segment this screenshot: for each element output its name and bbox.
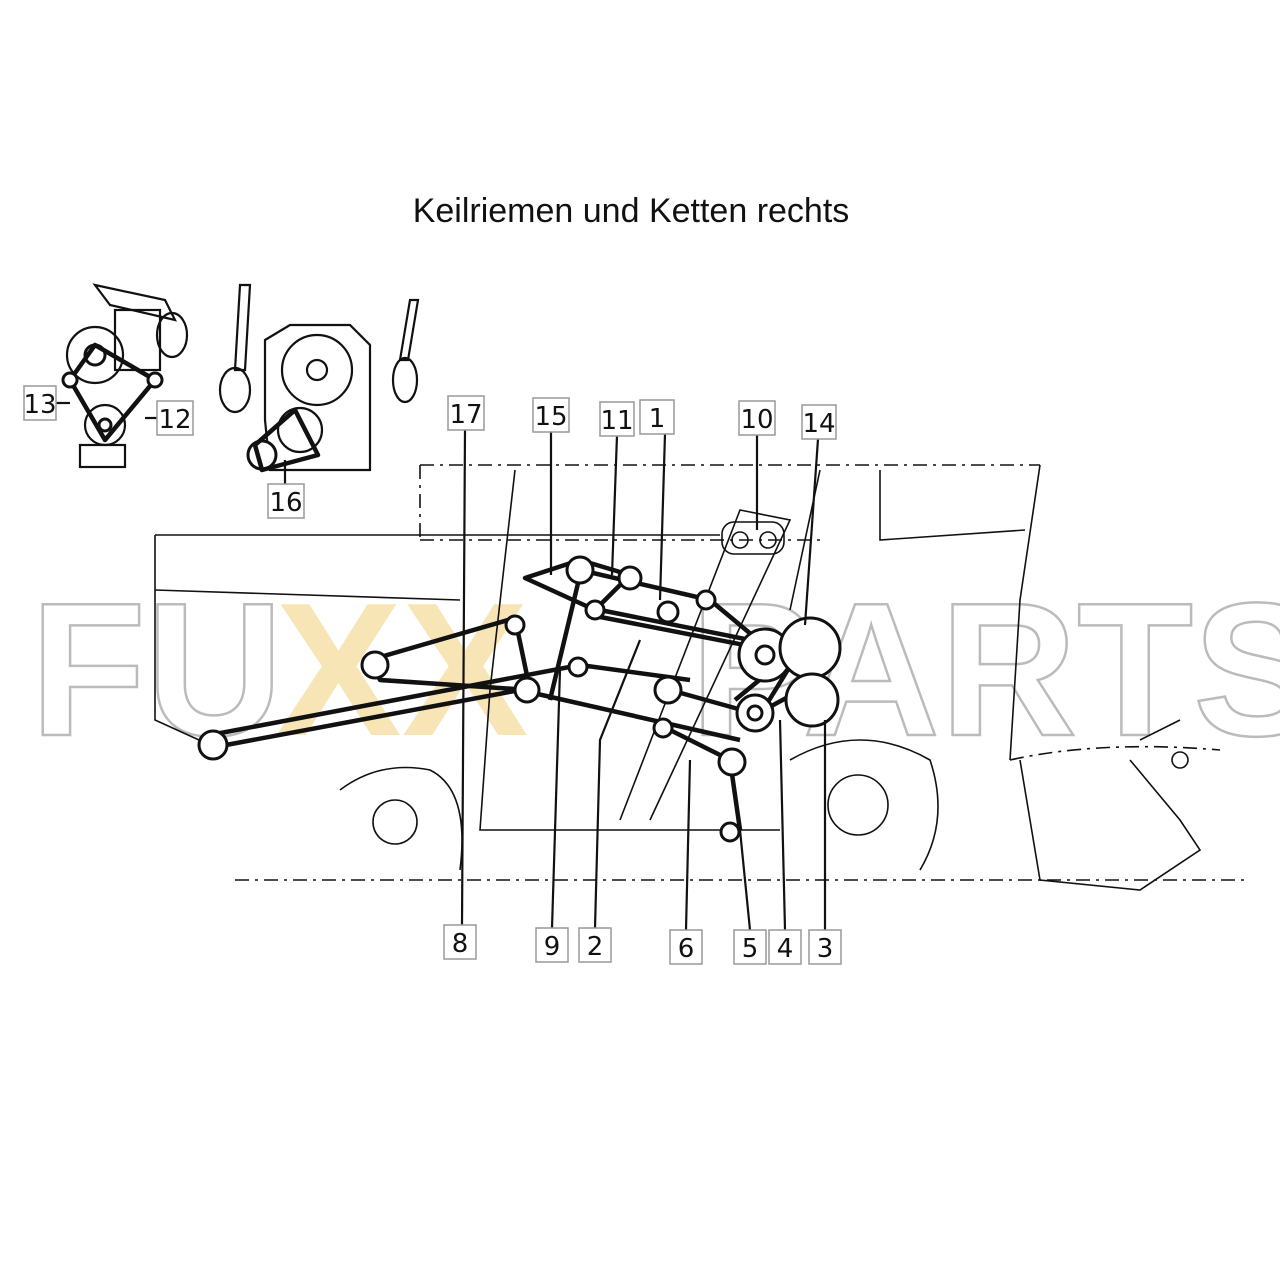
- svg-text:9: 9: [544, 932, 561, 962]
- callout-11: 11: [599, 401, 635, 437]
- svg-text:1: 1: [649, 404, 666, 434]
- callout-10: 10: [738, 400, 776, 436]
- watermark-logo: FU XX PARTS: [29, 563, 1280, 778]
- svg-text:6: 6: [678, 934, 695, 964]
- callout-4: 4: [768, 929, 802, 965]
- callout-9: 9: [535, 927, 569, 963]
- callout-12: 12: [156, 400, 194, 436]
- callout-3: 3: [808, 929, 842, 965]
- svg-text:16: 16: [269, 488, 302, 518]
- svg-text:13: 13: [23, 390, 56, 420]
- callout-17: 17: [447, 395, 485, 431]
- svg-text:17: 17: [449, 400, 482, 430]
- callout-1: 1: [639, 399, 675, 435]
- svg-text:11: 11: [600, 406, 633, 436]
- svg-text:12: 12: [158, 405, 191, 435]
- svg-text:5: 5: [742, 934, 759, 964]
- svg-text:2: 2: [587, 932, 604, 962]
- callout-14: 14: [801, 404, 837, 440]
- svg-text:3: 3: [817, 934, 834, 964]
- callout-2: 2: [578, 927, 612, 963]
- svg-text:14: 14: [802, 409, 835, 439]
- pulleys: [197, 555, 842, 843]
- svg-text:15: 15: [534, 402, 567, 432]
- engine-detail-right: [218, 283, 420, 473]
- svg-text:4: 4: [777, 934, 794, 964]
- svg-text:FU: FU: [30, 564, 283, 776]
- callout-5: 5: [733, 929, 767, 965]
- svg-text:8: 8: [452, 929, 469, 959]
- page-title: Keilriemen und Ketten rechts: [412, 192, 850, 230]
- svg-text:10: 10: [740, 405, 773, 435]
- callout-16: 16: [267, 483, 305, 519]
- callout-8: 8: [443, 924, 477, 960]
- leader-lines: [56, 401, 827, 931]
- callout-13: 13: [23, 385, 57, 421]
- callout-15: 15: [532, 397, 570, 433]
- engine-detail-left: [61, 283, 189, 469]
- callout-6: 6: [669, 929, 703, 965]
